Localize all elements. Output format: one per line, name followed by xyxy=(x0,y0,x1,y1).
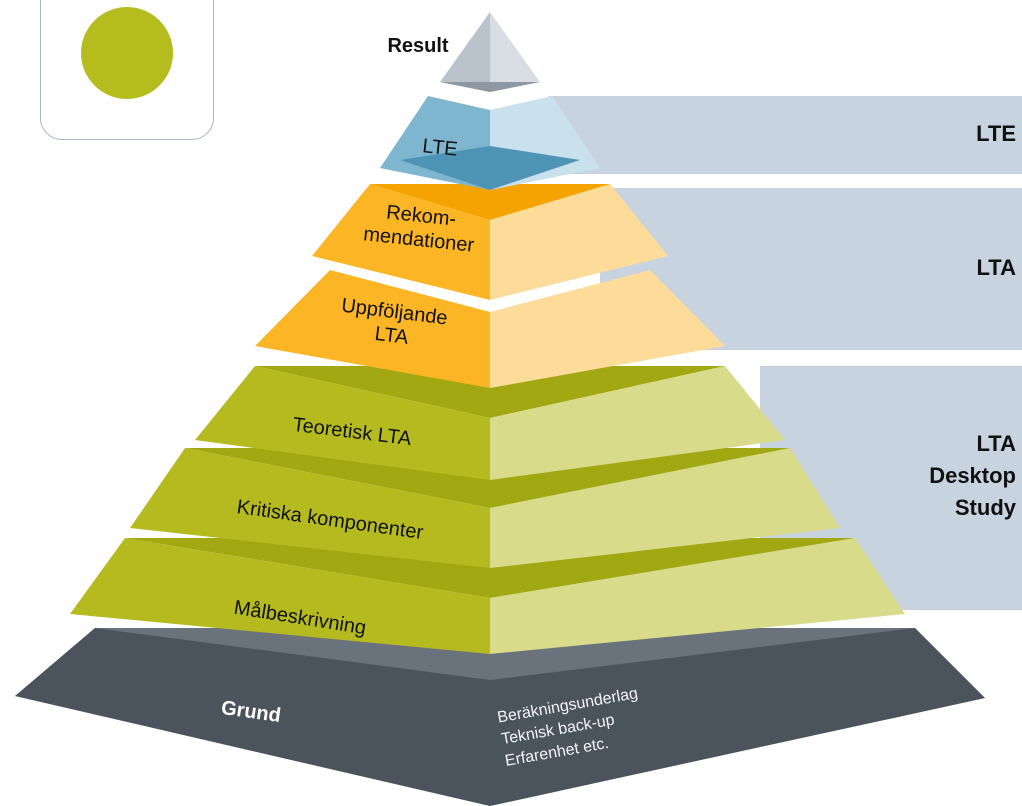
tier-malbeskrivning-left xyxy=(70,538,490,654)
tier-result-left xyxy=(440,12,490,92)
band-label-desktop-study: LTA Desktop Study xyxy=(880,428,1016,524)
band-label-desktop-line2: Desktop xyxy=(929,463,1016,488)
tier-rekommendationer-left xyxy=(312,184,490,300)
band-label-lta: LTA xyxy=(976,255,1017,280)
logo-frame xyxy=(40,0,214,140)
tier-result-right xyxy=(490,12,540,92)
tier-uppfoljande-right xyxy=(490,270,725,388)
tier-uppfoljande-left xyxy=(255,270,490,388)
band-label-lte: LTE xyxy=(976,121,1016,146)
tier-rekommendationer-top xyxy=(370,184,610,220)
layer-label-result: Result xyxy=(387,35,449,57)
grund-front xyxy=(15,628,985,806)
tier-kritiska-right xyxy=(490,448,840,568)
grund-top xyxy=(95,628,915,680)
tier-teoretisk-left xyxy=(195,366,490,480)
tier-result-base xyxy=(440,82,540,92)
tier-teoretisk-top xyxy=(255,366,725,418)
tier-teoretisk-right xyxy=(490,366,785,480)
band-label-desktop-line1: LTA xyxy=(976,431,1017,456)
green-dot-logo-icon xyxy=(81,7,173,99)
band-lte xyxy=(548,96,1022,174)
band-label-desktop-line3: Study xyxy=(954,495,1016,520)
tier-malbeskrivning-right xyxy=(490,538,905,654)
tier-kritiska-left xyxy=(130,448,490,568)
tier-rekommendationer-right xyxy=(490,184,668,300)
tier-lte-bottom xyxy=(400,146,580,190)
